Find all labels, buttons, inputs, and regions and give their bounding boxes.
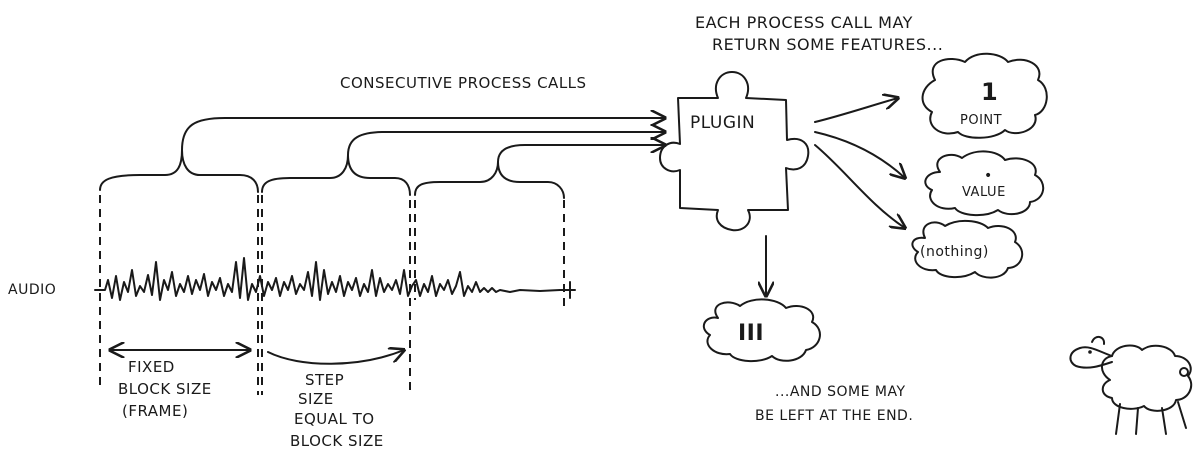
value-label: VALUE xyxy=(962,185,1006,200)
audio-label: AUDIO xyxy=(8,282,56,298)
leftover-cloud xyxy=(702,298,821,362)
step-size-arrow xyxy=(267,350,404,365)
arrow-to-nothing xyxy=(814,144,905,228)
frame2-bracket-right xyxy=(347,154,411,196)
point-label: POINT xyxy=(960,113,1002,128)
frame3-bracket-right xyxy=(497,161,565,199)
value-dot: • xyxy=(984,168,993,184)
frame2-bracket xyxy=(261,132,665,193)
left-at-end-text-2: BE LEFT AT THE END. xyxy=(755,408,913,424)
each-process-text-1: EACH PROCESS CALL MAY xyxy=(695,13,913,32)
arrow-to-value xyxy=(814,131,905,178)
leftover-marks: III xyxy=(738,321,764,346)
fixed-label-1: FIXED xyxy=(128,358,175,376)
fixed-label-2: BLOCK SIZE xyxy=(118,380,212,398)
step-label-1: STEP xyxy=(305,371,344,389)
value-feature-cloud xyxy=(924,150,1045,216)
sheep-doodle xyxy=(1069,336,1193,435)
arrow-to-point xyxy=(814,98,898,123)
plugin-label: PLUGIN xyxy=(690,113,755,133)
fixed-label-3: (FRAME) xyxy=(122,402,188,420)
point-feature-cloud xyxy=(921,52,1048,139)
plugin-puzzle-piece xyxy=(659,71,810,232)
step-label-2: SIZE xyxy=(298,390,334,408)
nothing-label: (nothing) xyxy=(920,244,989,260)
consecutive-process-calls-label: CONSECUTIVE PROCESS CALLS xyxy=(340,74,587,92)
audio-waveform xyxy=(94,257,576,301)
left-at-end-text-1: ...AND SOME MAY xyxy=(775,384,906,400)
frame1-bracket xyxy=(99,118,665,191)
step-label-4: BLOCK SIZE xyxy=(290,432,384,450)
frame3-bracket xyxy=(414,145,665,196)
nothing-feature-cloud xyxy=(911,220,1024,279)
frame1-bracket-right xyxy=(181,149,259,193)
point-count: 1 xyxy=(981,78,998,106)
each-process-text-2: RETURN SOME FEATURES... xyxy=(712,35,943,54)
step-label-3: EQUAL TO xyxy=(294,410,375,428)
